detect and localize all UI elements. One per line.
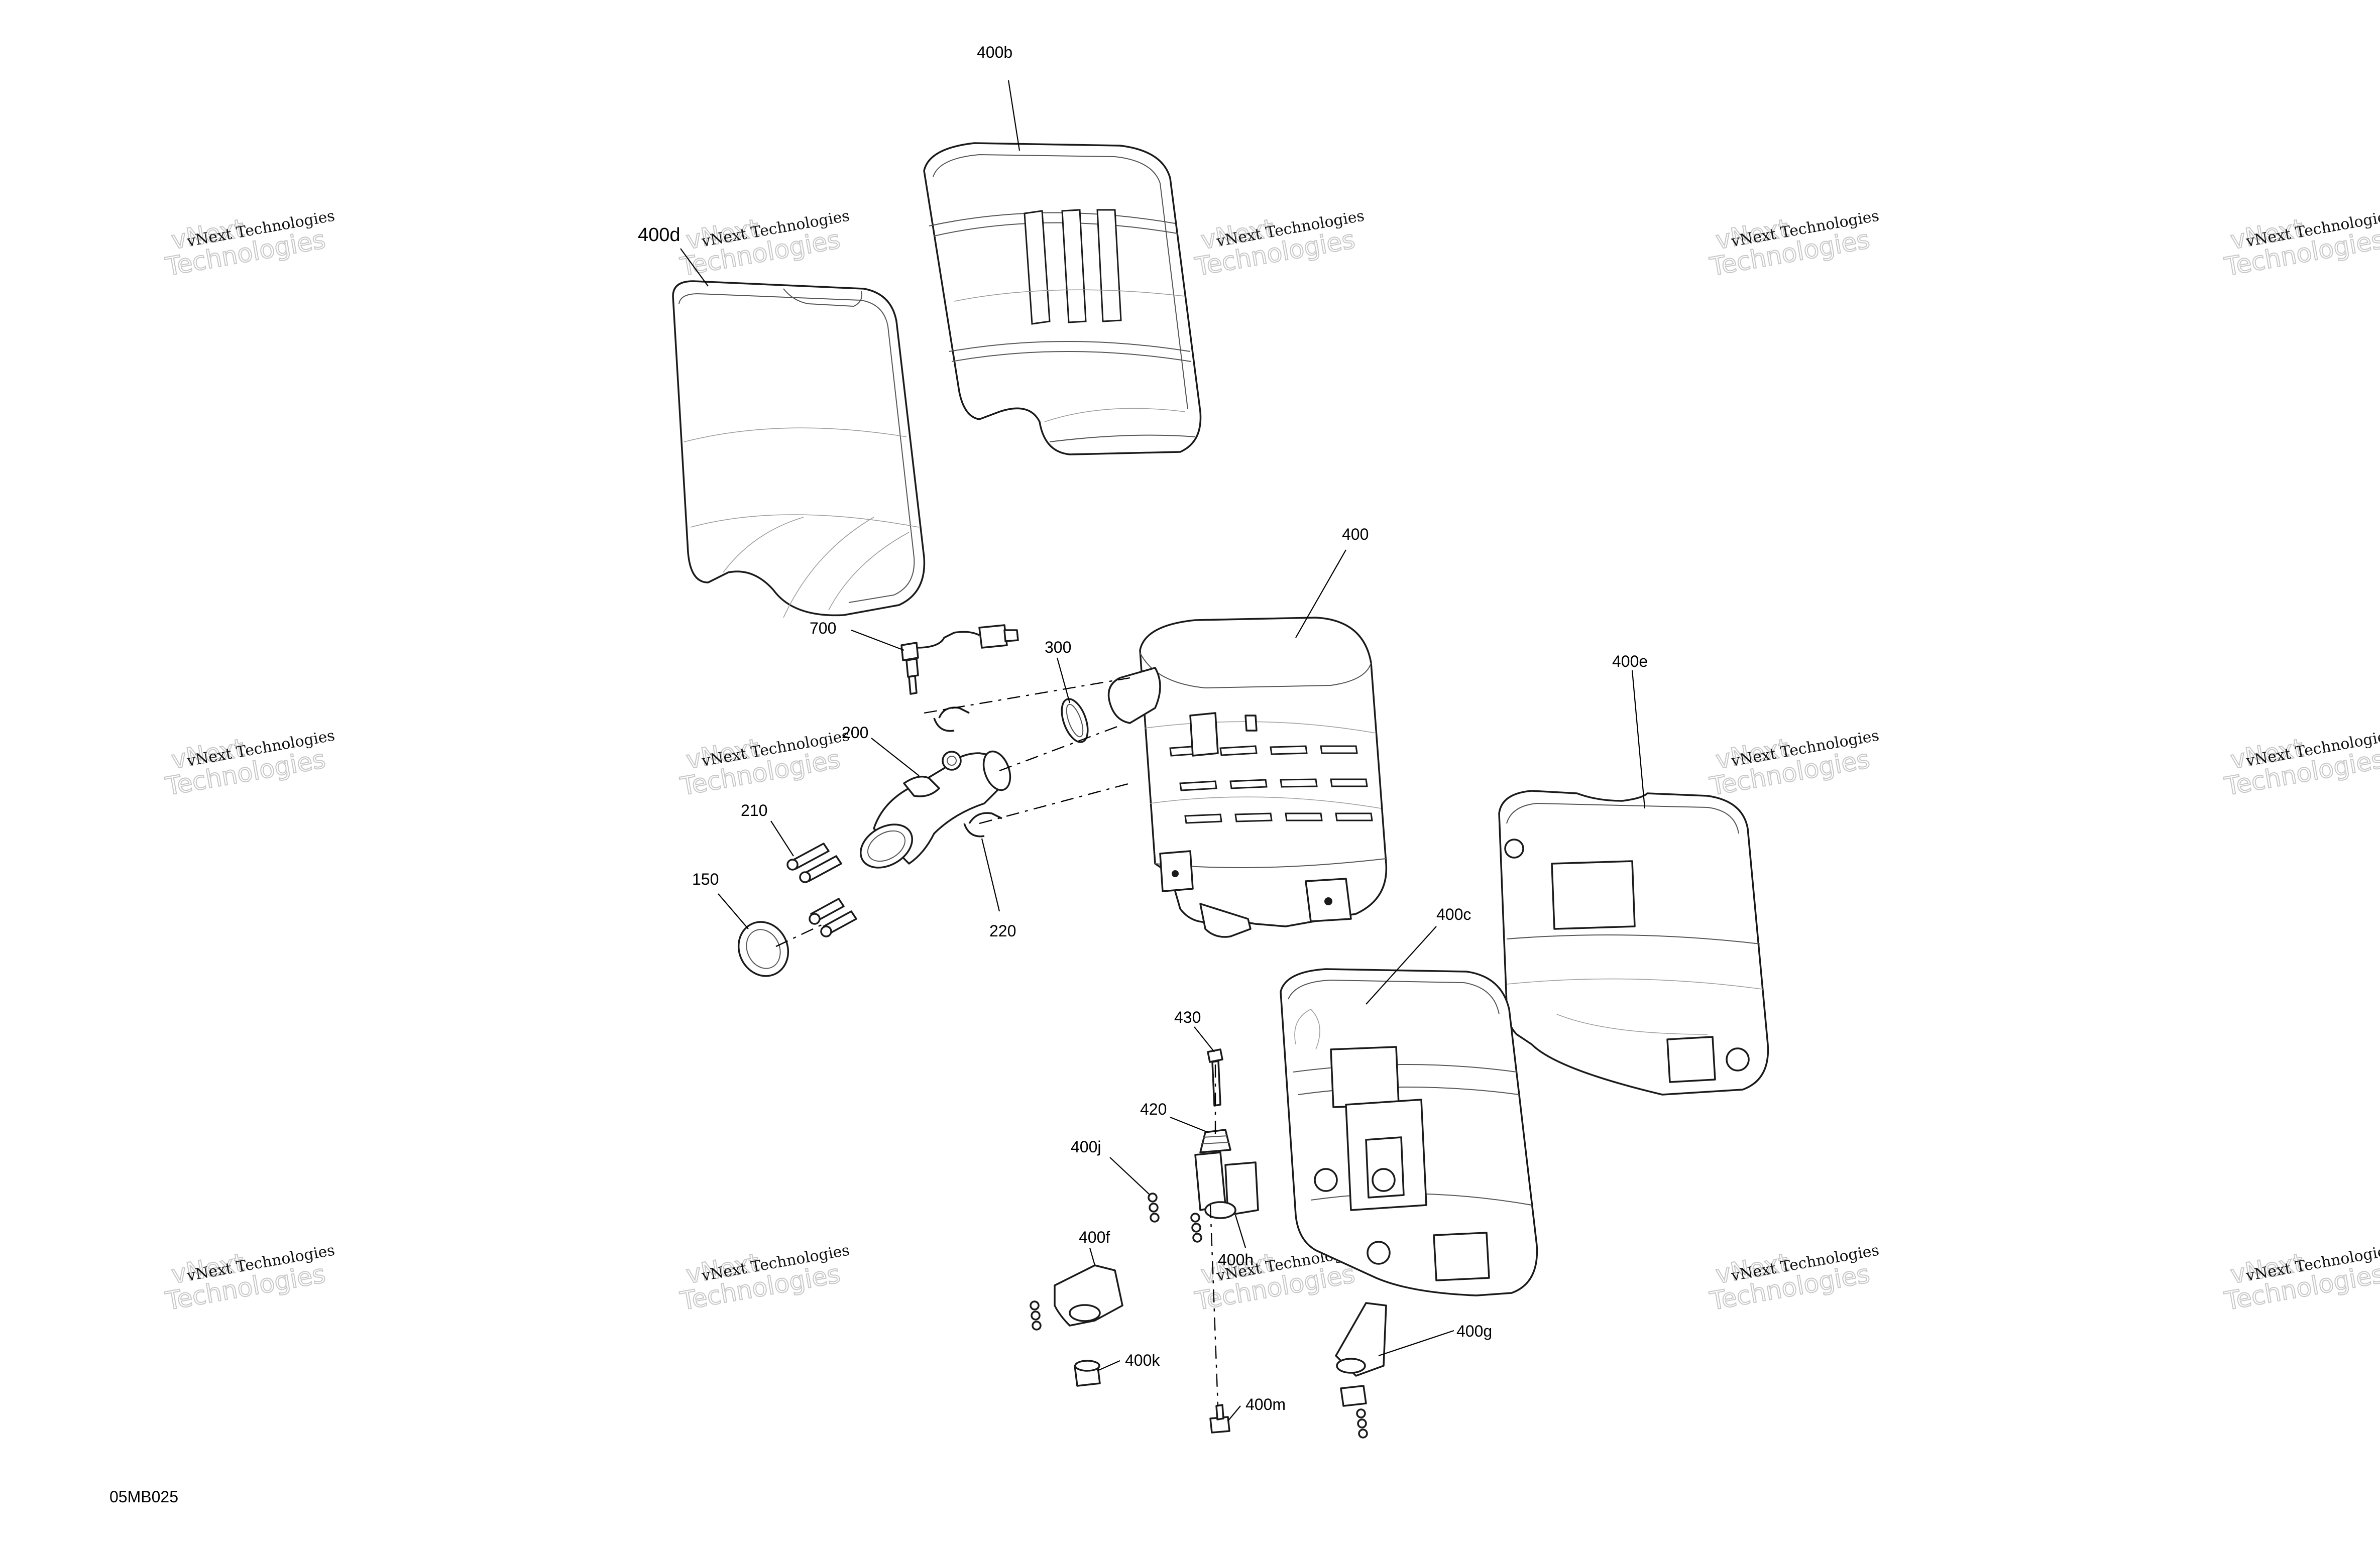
oxygen-sensor-700: [900, 624, 1019, 695]
callout-400k: 400k: [1125, 1351, 1160, 1369]
callout-300: 300: [1045, 638, 1071, 656]
rubber-mount-400m: [1209, 1404, 1230, 1434]
bracket-400f: [1030, 1264, 1123, 1331]
mount-bolt-430: [1207, 1048, 1223, 1107]
callout-400b: 400b: [977, 43, 1012, 61]
heat-shield-400b: [923, 142, 1202, 455]
bracket-400g: [1335, 1302, 1387, 1439]
watermark: vNext Technologies vNext Technologies: [163, 1242, 336, 1317]
springs-220: [933, 706, 1002, 838]
callout-200: 200: [842, 724, 868, 742]
heat-shield-400e: [1498, 790, 1769, 1096]
callout-400j: 400j: [1071, 1138, 1101, 1156]
rubber-mount-420: [1199, 1129, 1231, 1153]
callout-labels: 400b 400d 400 400e 400c 700 300 200 210 …: [638, 43, 1648, 1413]
callout-400: 400: [1342, 525, 1369, 543]
studs-210: [786, 843, 857, 937]
watermark: vNext Technologies vNext Technologies: [677, 207, 851, 282]
watermark: vNext Technologies vNext Technologies: [163, 727, 336, 802]
watermark: vNext Technologies vNext Technologies: [2222, 727, 2380, 802]
watermark: vNext Technologies vNext Technologies: [677, 1242, 851, 1317]
watermark: vNext Technologies vNext Technologies: [1707, 1242, 1880, 1317]
callout-150: 150: [692, 870, 719, 888]
assembly-centerlines: [775, 677, 1219, 1406]
watermark: vNext Technologies vNext Technologies: [677, 727, 851, 802]
muffler-400: [1107, 617, 1388, 938]
watermark: vNext Technologies vNext Technologies: [1707, 207, 1880, 282]
callout-400c: 400c: [1436, 905, 1471, 923]
callout-430: 430: [1174, 1008, 1201, 1026]
watermark: vNext Technologies vNext Technologies: [163, 207, 336, 282]
callout-220: 220: [989, 922, 1016, 940]
watermark: vNext Technologies vNext Technologies: [2222, 207, 2380, 282]
callout-400g: 400g: [1456, 1322, 1492, 1340]
heat-shield-400c: [1280, 968, 1538, 1296]
watermark: vNext Technologies vNext Technologies: [1707, 727, 1880, 802]
watermark: vNext Technologies vNext Technologies: [2222, 1242, 2380, 1317]
callout-420: 420: [1140, 1100, 1167, 1118]
callout-700: 700: [810, 619, 836, 637]
callout-210: 210: [741, 801, 767, 819]
callout-400d: 400d: [638, 224, 681, 246]
callout-400f: 400f: [1079, 1228, 1110, 1246]
nuts-400j: [1148, 1193, 1202, 1243]
gasket-300: [1061, 698, 1089, 743]
callout-400m: 400m: [1245, 1395, 1286, 1413]
gasket-150: [737, 921, 789, 977]
exhaust-pipe-200: [859, 750, 1011, 869]
heat-shield-400d: [672, 280, 926, 618]
watermark: vNext Technologies vNext Technologies: [1192, 207, 1366, 282]
rubber-mount-400k: [1074, 1360, 1101, 1387]
bracket-400h: [1194, 1151, 1259, 1219]
callout-400h: 400h: [1218, 1251, 1254, 1269]
callout-400e: 400e: [1612, 652, 1648, 670]
figure-code: 05MB025: [109, 1488, 178, 1506]
leader-lines: [680, 80, 1646, 1421]
